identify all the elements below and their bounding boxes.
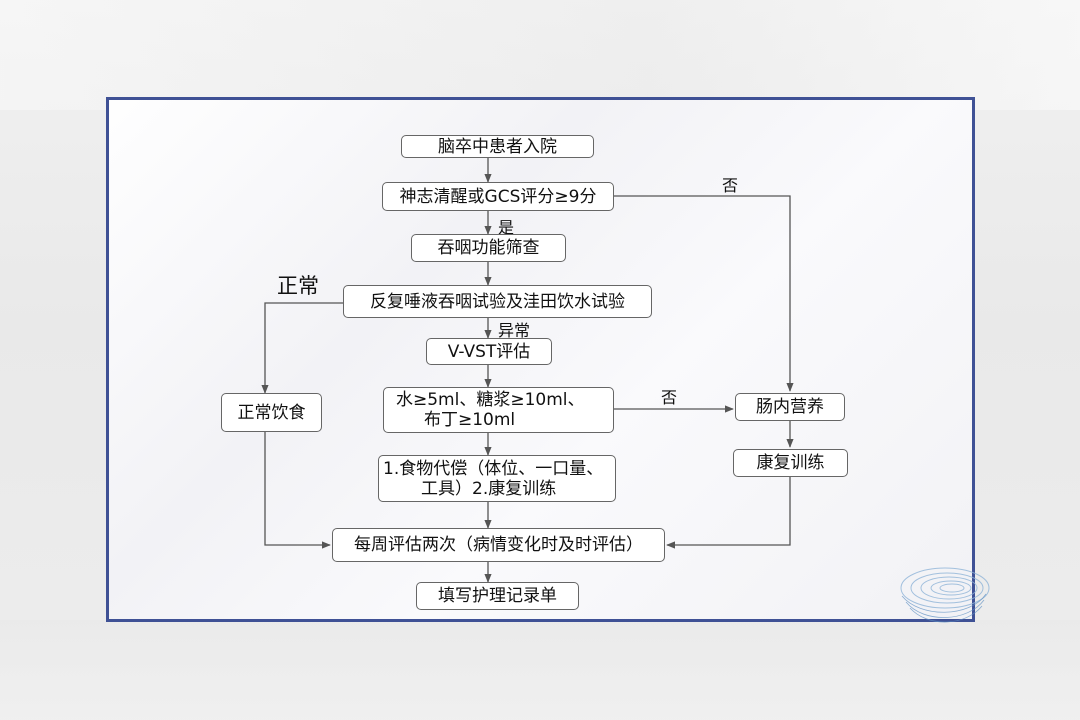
node-compensation-rehab: 1.食物代偿（体位、一口量、 工具）2.康复训练 bbox=[378, 455, 616, 502]
node-consciousness-check: 神志清醒或GCS评分≥9分 bbox=[382, 182, 614, 211]
label-yes: 是 bbox=[498, 218, 515, 237]
compensation-line-2: 工具）2.康复训练 bbox=[421, 478, 557, 499]
label-no-mid: 否 bbox=[661, 388, 678, 407]
label-no-top: 否 bbox=[722, 176, 739, 195]
node-rehab-training: 康复训练 bbox=[733, 449, 848, 477]
node-volume-thresholds: 水≥5ml、糖浆≥10ml、 布丁≥10ml bbox=[383, 387, 614, 433]
label-normal: 正常 bbox=[277, 274, 319, 298]
label-abnormal: 异常 bbox=[498, 321, 531, 340]
threshold-line-1: 水≥5ml、糖浆≥10ml、 bbox=[396, 390, 585, 410]
node-normal-diet: 正常饮食 bbox=[221, 393, 322, 432]
node-swallow-tests: 反复唾液吞咽试验及洼田饮水试验 bbox=[343, 285, 652, 318]
arrow-swallow-test-normal-to-diet bbox=[261, 302, 343, 394]
swirl-decoration bbox=[900, 567, 990, 623]
arrow-rehab-to-weekly bbox=[666, 477, 791, 549]
arrow-diet-to-weekly bbox=[264, 432, 331, 549]
node-swallow-screening: 吞咽功能筛查 bbox=[411, 234, 566, 262]
node-vvst-assessment: V-VST评估 bbox=[426, 338, 552, 365]
node-nursing-record: 填写护理记录单 bbox=[416, 582, 579, 610]
node-enteral-nutrition: 肠内营养 bbox=[735, 393, 845, 421]
arrow-consciousness-no-to-enteral bbox=[614, 195, 794, 392]
compensation-line-1: 1.食物代偿（体位、一口量、 bbox=[383, 458, 604, 479]
node-admission: 脑卒中患者入院 bbox=[401, 135, 594, 158]
node-weekly-assessment: 每周评估两次（病情变化时及时评估） bbox=[332, 528, 665, 562]
threshold-line-2: 布丁≥10ml bbox=[424, 410, 516, 430]
